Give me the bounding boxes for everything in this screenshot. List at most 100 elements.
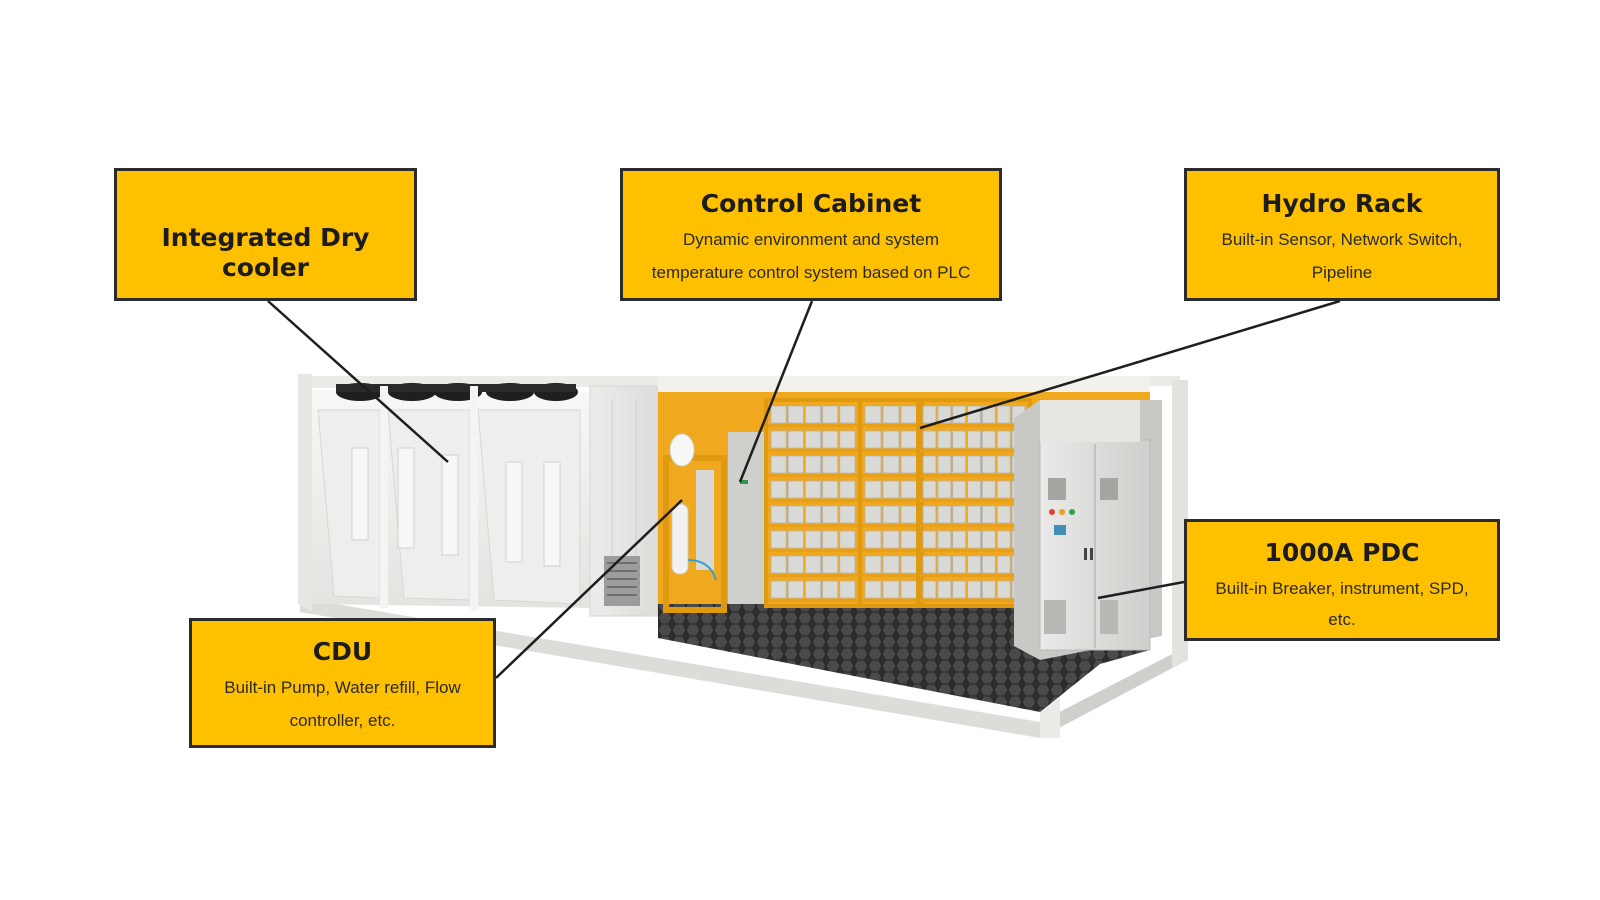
- server-module: [770, 555, 787, 574]
- server-module: [822, 405, 839, 424]
- server-module: [822, 530, 839, 549]
- server-module: [770, 505, 787, 524]
- rack-shelf: [768, 449, 858, 452]
- server-module: [982, 455, 996, 474]
- rack-shelf: [862, 499, 920, 502]
- server-module: [937, 480, 952, 499]
- rack-shelf: [920, 574, 1028, 577]
- server-module: [937, 430, 952, 449]
- server-module: [967, 480, 981, 499]
- server-module: [900, 455, 918, 474]
- fan-row: [336, 383, 578, 401]
- leader-control-cabinet: [738, 300, 814, 483]
- server-module: [922, 580, 937, 599]
- server-module: [922, 555, 937, 574]
- server-module: [864, 580, 882, 599]
- leader-cdu: [495, 499, 683, 679]
- server-module: [770, 430, 787, 449]
- server-module: [770, 580, 787, 599]
- callout-title: Control Cabinet: [700, 189, 922, 218]
- server-module: [952, 555, 967, 574]
- callout-title: Integrated Dry cooler: [161, 223, 370, 282]
- server-module: [996, 480, 1011, 499]
- server-module: [952, 505, 967, 524]
- leader-lines: [267, 299, 1341, 679]
- control-cabinet-unit: [728, 432, 766, 604]
- server-module: [922, 505, 937, 524]
- server-module: [967, 405, 981, 424]
- server-module: [839, 555, 856, 574]
- hydro-racks: [764, 398, 1032, 608]
- server-module: [967, 455, 981, 474]
- rack-shelf: [862, 424, 920, 427]
- server-module: [805, 530, 822, 549]
- rack-shelf: [862, 474, 920, 477]
- server-module: [805, 455, 822, 474]
- callout-description-line: Built-in Pump, Water refill, Flow: [224, 678, 461, 697]
- server-module: [864, 505, 882, 524]
- server-module: [787, 505, 804, 524]
- rack-frame: [858, 398, 924, 608]
- server-module: [882, 430, 900, 449]
- server-module: [900, 505, 918, 524]
- rack-shelf: [920, 424, 1028, 427]
- server-module: [770, 405, 787, 424]
- rack-shelf: [768, 599, 858, 602]
- server-module: [864, 555, 882, 574]
- server-module: [996, 555, 1011, 574]
- server-module: [937, 505, 952, 524]
- server-module: [805, 555, 822, 574]
- server-module: [996, 505, 1011, 524]
- server-module: [982, 555, 996, 574]
- server-module: [996, 580, 1011, 599]
- server-module: [787, 455, 804, 474]
- leader-dry-cooler: [267, 300, 449, 463]
- server-module: [805, 505, 822, 524]
- server-module: [839, 430, 856, 449]
- server-module: [882, 580, 900, 599]
- server-module: [805, 430, 822, 449]
- server-module: [937, 555, 952, 574]
- pdc-cabinet: [1014, 400, 1162, 660]
- server-module: [996, 455, 1011, 474]
- server-module: [952, 455, 967, 474]
- rack-shelf: [768, 524, 858, 527]
- server-module: [805, 405, 822, 424]
- server-module: [882, 405, 900, 424]
- server-module: [967, 505, 981, 524]
- server-module: [937, 580, 952, 599]
- server-module: [805, 580, 822, 599]
- server-module: [864, 405, 882, 424]
- rack-shelf: [920, 524, 1028, 527]
- server-module: [982, 430, 996, 449]
- server-module: [952, 430, 967, 449]
- server-module: [922, 430, 937, 449]
- callout-description-line: Built-in Breaker, instrument, SPD,: [1215, 579, 1469, 598]
- dry-cooler-section: [312, 383, 590, 610]
- rack-shelf: [920, 449, 1028, 452]
- callout-description-line: temperature control system based on PLC: [651, 263, 971, 282]
- leader-pdc: [1097, 580, 1185, 600]
- server-module: [952, 580, 967, 599]
- server-module: [822, 555, 839, 574]
- callout-title: 1000A PDC: [1264, 538, 1420, 567]
- server-module: [900, 555, 918, 574]
- server-module: [787, 555, 804, 574]
- server-module: [882, 480, 900, 499]
- server-module: [967, 530, 981, 549]
- server-module: [787, 480, 804, 499]
- server-module: [996, 430, 1011, 449]
- server-module: [787, 580, 804, 599]
- server-module: [787, 530, 804, 549]
- callout-title: Hydro Rack: [1261, 189, 1423, 218]
- rack-shelf: [920, 474, 1028, 477]
- cdu-unit: [663, 433, 727, 613]
- server-module: [937, 455, 952, 474]
- server-module: [839, 480, 856, 499]
- rack-shelf: [920, 499, 1028, 502]
- server-module: [882, 455, 900, 474]
- server-module: [839, 580, 856, 599]
- rack-shelf: [768, 549, 858, 552]
- server-module: [952, 480, 967, 499]
- server-module: [967, 580, 981, 599]
